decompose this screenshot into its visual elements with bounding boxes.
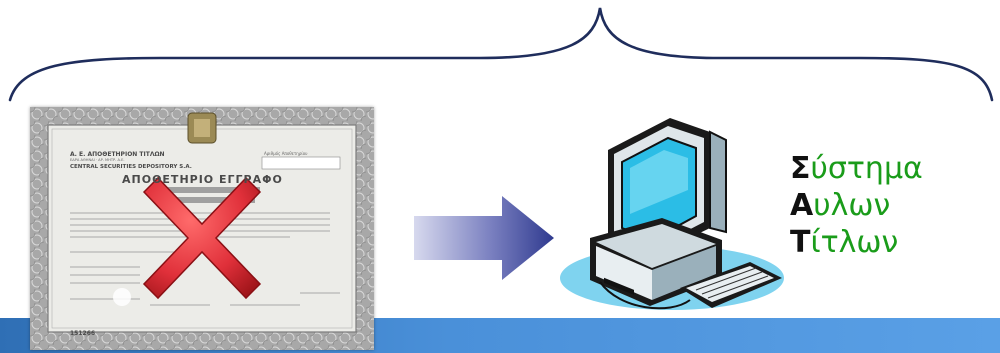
acronym-line-systima: Σύστημα [790, 150, 923, 187]
acronym-sat: Σύστημα Αυλων Τίτλων [790, 150, 923, 261]
acronym-initial: Α [790, 188, 814, 223]
arrow-right-icon [414, 196, 554, 280]
acronym-word: ίτλων [810, 225, 899, 260]
paper-certificate: Α. Ε. ΑΠΟΘΕΤΗΡΙΟΝ ΤΙΤΛΩΝ ΕΔΡΑ ΑΘΗΝΑΙ · Α… [30, 107, 374, 350]
certificate-company-greek: Α. Ε. ΑΠΟΘΕΤΗΡΙΟΝ ΤΙΤΛΩΝ [70, 151, 165, 158]
acronym-initial: Τ [790, 225, 811, 260]
certificate-company-english: CENTRAL SECURITIES DEPOSITORY S.A. [70, 164, 192, 170]
certificate-title: ΑΠΟΘΕΤΗΡΙΟ ΕΓΓΡΑΦΟ [122, 173, 283, 186]
acronym-line-aylon: Αυλων [790, 187, 923, 224]
acronym-word: υλων [813, 188, 891, 223]
desktop-computer-icon [560, 118, 784, 310]
certificate-number-label: Αριθμός Αποθετηρίου [264, 151, 308, 156]
curly-brace [8, 7, 994, 102]
certificate-serial: 151266 [70, 330, 96, 337]
certificate-address: ΕΔΡΑ ΑΘΗΝΑΙ · ΑΡ. ΜΗΤΡ. Α.Ε. [70, 158, 125, 162]
acronym-initial: Σ [790, 151, 811, 186]
acronym-line-titlon: Τίτλων [790, 224, 923, 261]
acronym-word: ύστημα [810, 151, 923, 186]
